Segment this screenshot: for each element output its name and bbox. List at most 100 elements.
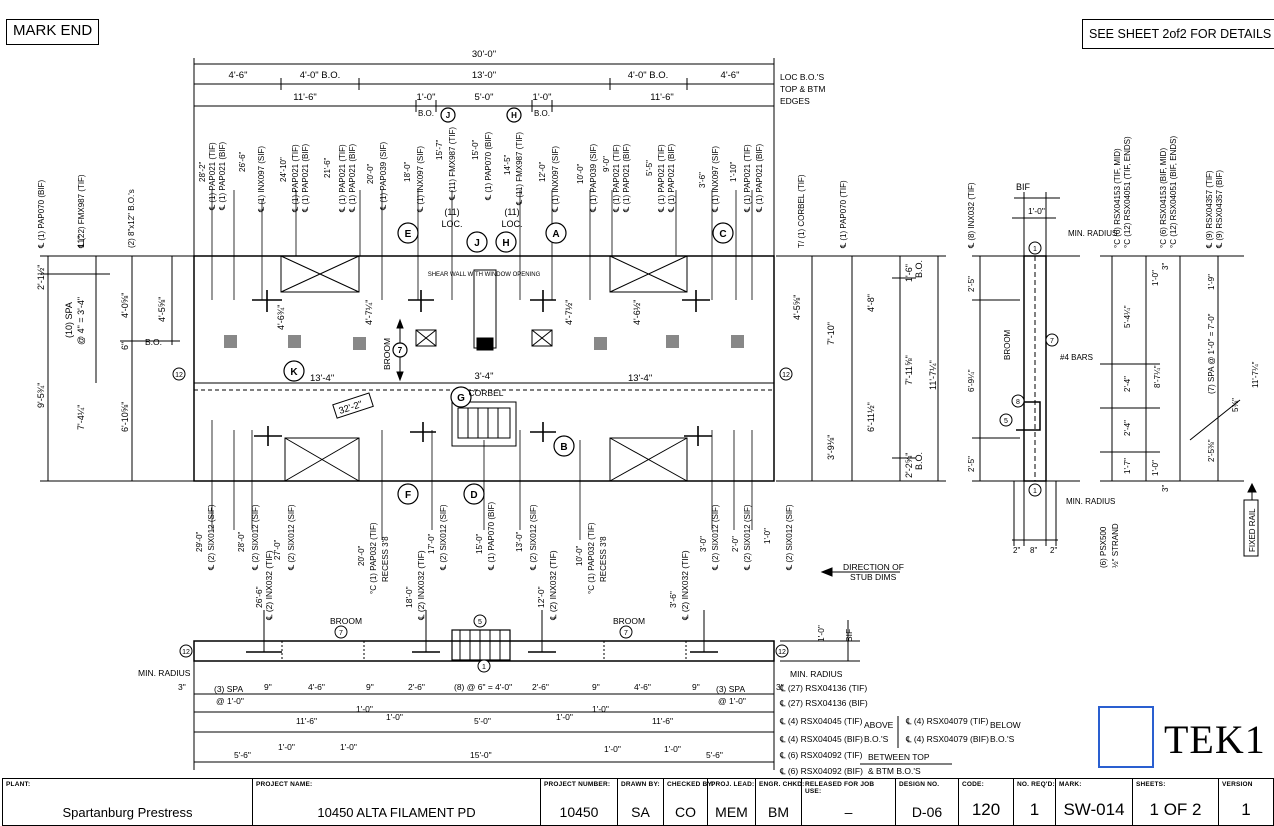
drawing-annotation: STUB DIMS [850,572,897,582]
drawing-annotation: 2'-5" [967,276,976,292]
plan-bottom-labels: 29'-0" ℄ (2) SIX012 (SIF) 28'-0" ℄ (2) S… [195,502,794,594]
drawing-annotation: 15'-0" [471,139,480,160]
drawing-annotation: 3'-4" [475,371,494,382]
drawing-annotation: (11) [444,207,459,217]
drawing-annotation: ℄ (2) INX032 (TIF) [548,550,558,621]
drawing-annotation: ℄ (4) RSX04045 (TIF) [779,716,863,726]
drawing-annotation: 2'-6" [532,682,549,692]
section-text: 1 1 8 5 7 BIF 1'-0" MIN. RADIUS MIN. RAD… [967,136,1260,568]
title-block-field-label: NO. REQ'D: [1017,781,1055,788]
drawing-annotation: 26'-6" [238,151,247,172]
drawing-annotation: ℄ (1) PAP021 (TIF) [291,144,300,213]
engr-chkd-value: BM [768,804,789,820]
drawing-annotation: 12'-0" [536,586,546,608]
drawing-annotation: 18'-0" [404,586,414,608]
top-dim-9: 1'-0" [533,92,552,103]
drawing-annotation: 7 [624,630,628,637]
drawing-annotation: 7 [1050,338,1054,345]
drawn-by-cell: DRAWN BY: SA [618,779,664,825]
drawing-annotation: ℄ (4) RSX04045 (BIF) [779,734,863,744]
drawing-annotation: 4'-6" [308,682,325,692]
drawing-annotation: (2) 8"x12" B.O.'s [127,189,136,248]
plan-top-labels: ℄ (1) PAP070 (BIF) ℄ (22) FMX987 (TIF) (… [37,127,848,249]
drawing-annotation: 11'-7¼" [928,360,938,390]
drawing-annotation: ℄ (1) PAP021 (BIF) [218,142,227,211]
drawing-annotation: 12 [778,649,786,656]
drawing-annotation: 28'-0" [237,531,246,552]
drawing-annotation: 15'-7" [435,139,444,160]
drawing-annotation: 4'-7½" [564,300,574,325]
callout-k: K [290,367,298,378]
mark-cell: MARK: SW-014 [1056,779,1133,825]
project-number-value: 10450 [559,804,599,820]
drawing-annotation: 24'-10" [279,157,288,182]
drawing-annotation: °C (6) RSX04153 (TIF, MID) [1113,148,1122,248]
mark-end-label: MARK END [6,19,100,45]
drawing-annotation: 15'-0" [470,750,492,760]
drawing-annotation: ℄ (1) PAP039 (SIF) [379,142,388,211]
version-cell: VERSION 1 [1219,779,1273,825]
drawing-annotation: 20'-0" [366,163,375,184]
corbel-label: CORBEL [469,388,504,398]
drawing-annotation: B.O.'S [990,734,1015,744]
drawing-annotation: BROOM [330,616,362,626]
title-block: PLANT: Spartanburg Prestress PROJECT NAM… [2,778,1274,826]
logo-text: TEK1 [1164,717,1266,762]
title-block-field-label: RELEASED FOR JOB USE: [805,781,875,795]
drawing-annotation: BIF [1016,182,1031,192]
drawing-annotation: (8) @ 6" = 4'-0" [454,682,512,692]
drawing-annotation: 5 [1004,418,1008,425]
callout-h: H [502,238,509,249]
plan-callouts [283,107,734,505]
drawing-annotation: ℄ (1) PAP021 (TIF) [208,142,217,211]
drawing-annotation: BELOW [990,720,1021,730]
tek1-logo: TEK1 [1098,706,1266,770]
drawing-annotation: 2'-6" [408,682,425,692]
drawing-annotation: ℄ (11) FMX987 (TIF) [515,132,524,206]
drawing-annotation: B.O. [914,260,924,278]
drawing-annotation: FIXED RAIL [1248,508,1257,552]
drawing-annotation: BROOM [1003,329,1012,360]
drawing-annotation: 6'-11½" [866,402,876,432]
drawing-annotation: ℄ (27) RSX04136 (TIF) [779,683,867,693]
drawing-annotation: 1'-0" [356,704,373,714]
drawing-annotation: 8" [1030,546,1037,555]
drawing-annotation: 13'-4" [310,373,334,384]
elevation-view [193,610,860,770]
callout-d: D [470,490,477,501]
no-reqd-value: 1 [1029,800,1040,819]
title-block-field-label: PLANT: [6,781,31,788]
checked-by-value: CO [675,804,696,820]
drawing-annotation: ℄ (2) SIX012 (SIF) [785,504,794,571]
drawing-annotation: 1'-0" [604,744,621,754]
code-cell: CODE: 120 [959,779,1014,825]
drawing-annotation: 4'-7¼" [364,300,374,325]
drawing-annotation: 5'-6" [234,750,251,760]
drawing-annotation: 2'-1½" [36,265,46,290]
drawing-annotation: ℄ (1) PAP021 (BIF) [667,144,676,213]
drawing-annotation: ℄ (2) SIX012 (SIF) [287,504,296,571]
drawing-annotation: °C (6) RSX04153 (BIF, MID) [1159,148,1168,248]
drawing-annotation: 13'-4" [628,373,652,384]
drawing-annotation: 7'-10" [826,322,836,345]
drawing-annotation: B.O. [534,109,550,118]
drawing-annotation: B.O. [914,452,924,470]
plan-view [40,58,946,577]
drawing-annotation: RECESS 3'8 [381,536,390,582]
drawing-annotation: MIN. RADIUS [1066,497,1115,506]
drawing-annotation: ℄ (2) SIX012 (SIF) [439,504,448,571]
title-block-field-label: SHEETS: [1136,781,1166,788]
design-no-value: D-06 [911,804,943,820]
drawing-annotation: RECESS 3'8 [599,536,608,582]
drawing-annotation: ℄ (2) INX032 (TIF) [264,550,274,621]
drawing-annotation: 9" [692,682,700,692]
drawing-annotation: 28'-2" [198,161,207,182]
project-number-cell: PROJECT NUMBER: 10450 [541,779,618,825]
callout-g: G [457,393,465,404]
drawing-annotation: 9" [366,682,374,692]
drawing-annotation: ℄ (1) PAP021 (BIF) [755,144,764,213]
drawing-annotation: 5'-0" [474,716,491,726]
design-no-cell: DESIGN NO. D-06 [896,779,959,825]
callout-h-small: H [511,111,517,120]
